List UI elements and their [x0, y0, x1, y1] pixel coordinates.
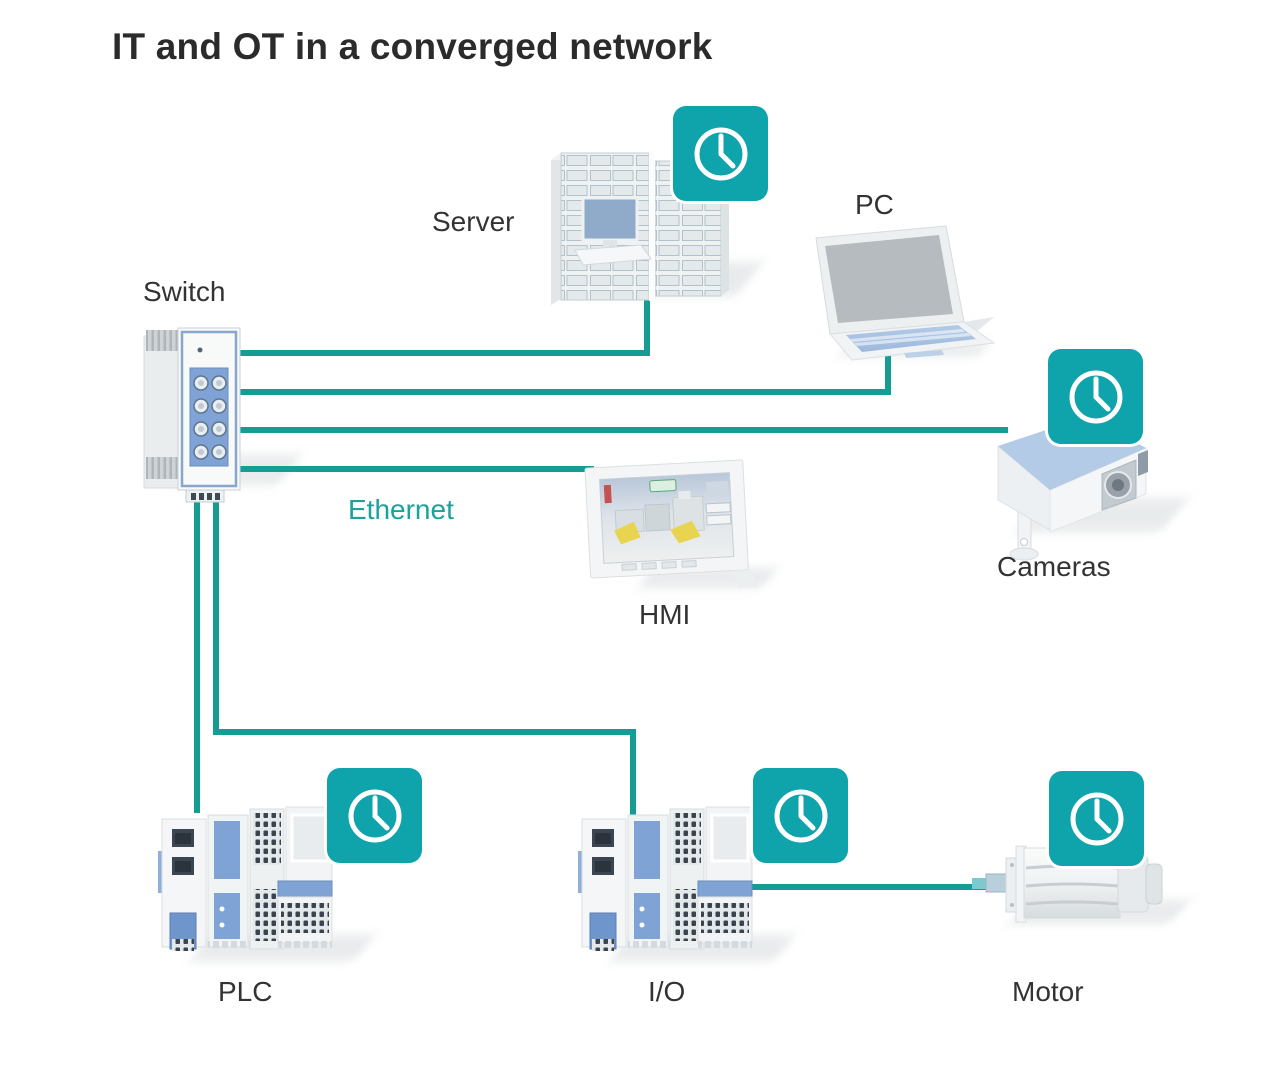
switch-label: Switch	[143, 276, 226, 307]
motor-illustration	[972, 822, 1172, 937]
ethernet-label: Ethernet	[348, 494, 454, 525]
edge-switch-cameras-h	[236, 427, 1008, 433]
edge-switch-server-h	[236, 350, 650, 356]
edge-switch-hmi-h	[236, 466, 594, 472]
plc-clock-icon	[327, 768, 422, 863]
server-label: Server	[432, 206, 515, 237]
edge-switch-server-v	[644, 296, 650, 356]
motor-label: Motor	[1012, 976, 1084, 1007]
io-illustration	[578, 793, 758, 958]
io-label: I/O	[648, 976, 686, 1007]
pc-illustration	[800, 222, 1000, 362]
motor-clock-icon	[1049, 771, 1144, 866]
edge-switch-plc-v	[194, 488, 200, 813]
cameras-clock-icon	[1048, 349, 1143, 444]
edge-switch-pc-h	[236, 389, 891, 395]
edge-switch-io-v2	[630, 729, 636, 815]
hmi-illustration	[580, 450, 770, 600]
switch-illustration	[142, 320, 247, 505]
edge-switch-io-v1	[213, 488, 219, 735]
plc-illustration	[158, 793, 338, 958]
edge-switch-io-h	[213, 729, 636, 735]
hmi-label: HMI	[639, 599, 691, 630]
server-clock-icon	[673, 106, 768, 201]
pc-label: PC	[855, 189, 894, 220]
io-clock-icon	[753, 768, 848, 863]
plc-label: PLC	[218, 976, 273, 1007]
edge-io-motor-h	[730, 884, 988, 890]
diagram-title: IT and OT in a converged network	[112, 26, 713, 67]
edge-switch-pc-v	[885, 350, 891, 395]
